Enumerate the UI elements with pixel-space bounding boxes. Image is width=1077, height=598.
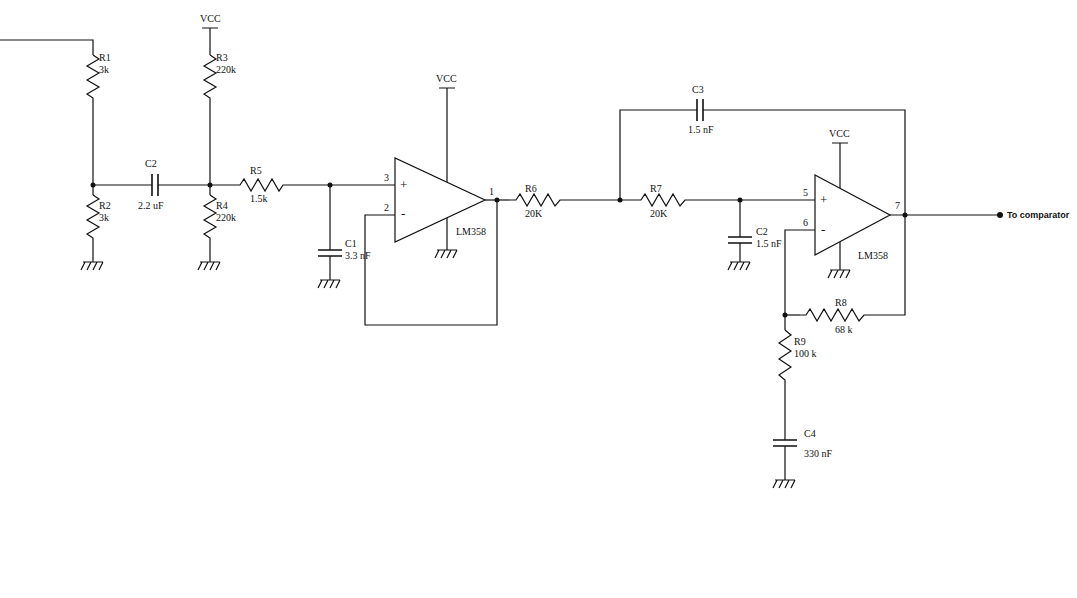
opamp-symbol (815, 175, 890, 255)
capacitor-symbol (697, 99, 703, 121)
part-name: LM358 (858, 250, 888, 261)
supply-label: VCC (200, 13, 221, 24)
wire (620, 110, 905, 315)
pin-number: 3 (384, 172, 389, 183)
capacitor-symbol (728, 237, 752, 243)
capacitor-symbol (773, 440, 797, 446)
opamp-symbol (395, 158, 485, 242)
resistor-symbol (779, 330, 791, 390)
part-value: 2.2 uF (138, 200, 164, 211)
part-name: R6 (525, 183, 537, 194)
wire (832, 143, 848, 270)
signal-name: To comparator (1007, 210, 1069, 221)
pin-sign: - (821, 223, 825, 236)
part-name: LM358 (456, 226, 486, 237)
pin-number: 5 (803, 187, 808, 198)
part-value: 68 k (835, 324, 853, 335)
resistor-symbol (87, 55, 99, 105)
wire (202, 28, 218, 55)
wire (290, 184, 395, 185)
part-name: R1 (99, 52, 111, 63)
wire (365, 200, 497, 325)
pin-sign: + (400, 178, 407, 191)
part-name: R4 (216, 200, 228, 211)
part-value: 3k (99, 212, 109, 223)
pin-sign: - (401, 207, 405, 220)
part-name: C3 (692, 84, 704, 95)
part-name: C4 (804, 428, 816, 439)
part-name: R9 (794, 336, 806, 347)
resistor-symbol (510, 194, 570, 206)
part-value: 220k (216, 64, 236, 75)
part-name: C1 (345, 238, 357, 249)
part-name: C2 (756, 226, 768, 237)
wire (785, 230, 815, 330)
capacitor-symbol (152, 174, 158, 196)
supply-label: VCC (829, 128, 850, 139)
part-value: 100 k (794, 348, 817, 359)
supply-label: VCC (436, 73, 457, 84)
part-value: 1.5k (250, 193, 268, 204)
part-value: 20K (650, 208, 667, 219)
wire (329, 185, 330, 280)
part-name: R8 (835, 297, 847, 308)
resistor-symbol (204, 195, 216, 245)
part-value: 20K (525, 208, 542, 219)
part-name: R2 (99, 200, 111, 211)
part-name: R3 (216, 52, 228, 63)
pin-number: 7 (895, 200, 900, 211)
wire (209, 245, 210, 262)
wire (784, 390, 785, 480)
resistor-symbol (235, 179, 290, 191)
part-value: 330 nF (804, 448, 832, 459)
pin-number: 6 (803, 217, 808, 228)
part-value: 1.5 nF (756, 238, 782, 249)
wire (439, 88, 455, 250)
part-name: R5 (250, 165, 262, 176)
part-value: 3k (99, 64, 109, 75)
junction-dot (91, 183, 1004, 318)
resistor-symbol (204, 55, 216, 105)
wire (700, 199, 815, 200)
pin-number: 2 (384, 202, 389, 213)
resistor-symbol (635, 194, 700, 206)
part-name: C2 (145, 158, 157, 169)
wire (93, 184, 235, 185)
wire (739, 200, 740, 262)
wire (92, 105, 93, 195)
pin-sign: + (820, 193, 827, 206)
resistor-symbol (800, 309, 880, 321)
resistor-symbol (87, 195, 99, 245)
pin-number: 1 (489, 186, 494, 197)
wire (0, 40, 93, 55)
capacitor-symbol (318, 250, 342, 256)
part-value: 220k (216, 212, 236, 223)
wire (92, 245, 93, 262)
wire (570, 199, 635, 200)
part-value: 1.5 nF (688, 124, 714, 135)
ground-symbol (81, 250, 850, 488)
part-value: 3.3 nF (345, 250, 371, 261)
wire (209, 105, 210, 195)
part-name: R7 (650, 183, 662, 194)
